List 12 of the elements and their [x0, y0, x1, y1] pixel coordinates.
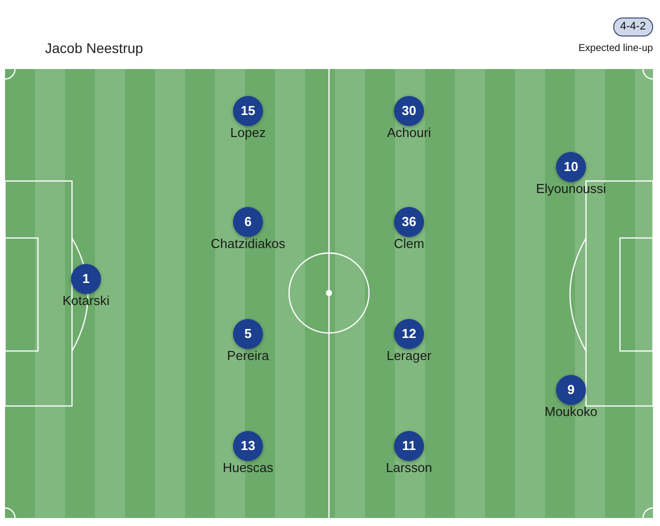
player-name: Pereira: [227, 348, 269, 364]
player-name: Lopez: [230, 125, 266, 141]
subtitle: Jacob Neestrup: [45, 39, 144, 58]
player-name: Chatzidiakos: [210, 236, 286, 252]
player-name: Larsson: [386, 460, 432, 476]
player-name: Lerager: [386, 348, 432, 364]
player-name: Huescas: [222, 460, 274, 476]
player-name: Achouri: [386, 125, 432, 141]
formation-badge: 4-4-2: [613, 18, 653, 36]
lineup-note: Expected line-up: [578, 42, 653, 55]
player-name: Moukoko: [544, 404, 598, 420]
player-name: Clem: [394, 236, 424, 252]
